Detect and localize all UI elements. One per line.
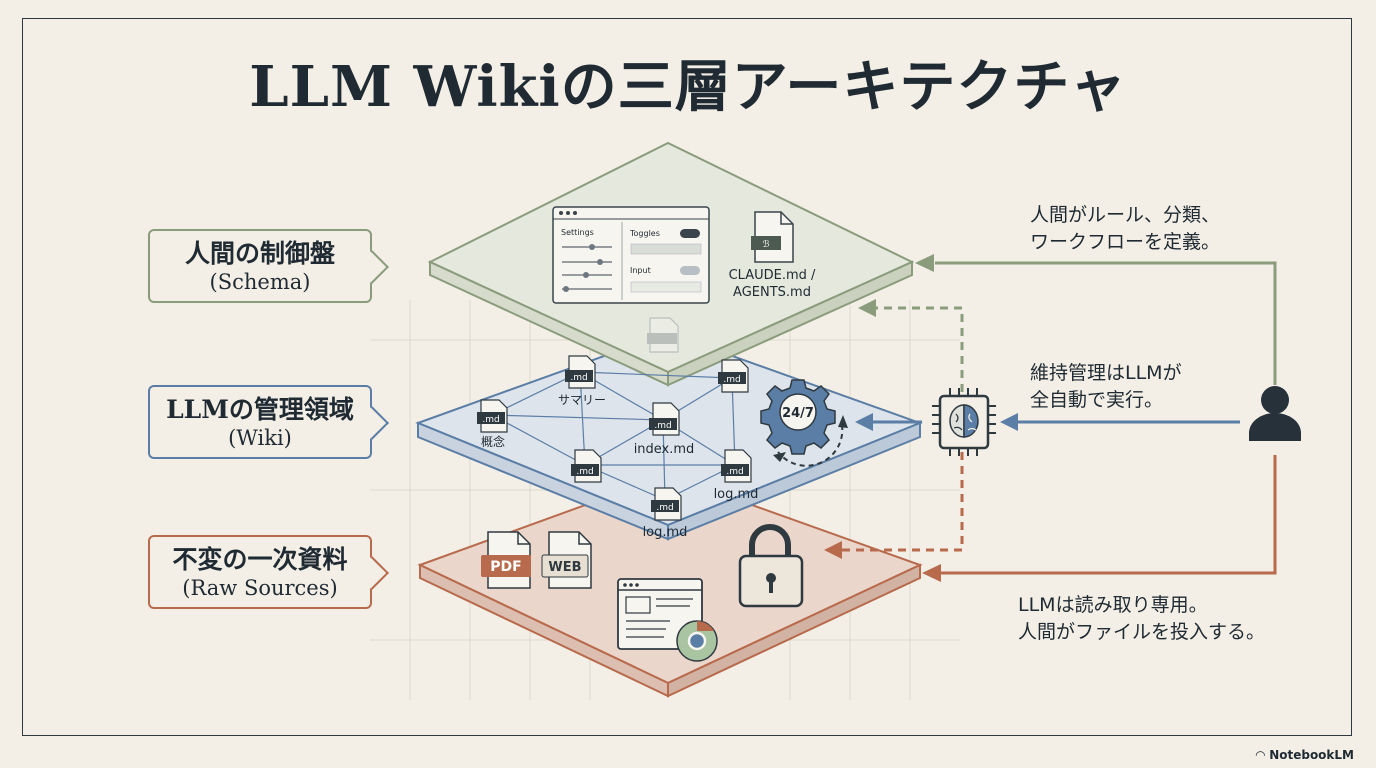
user-icon xyxy=(1249,386,1301,441)
ghost-markdown-file-icon xyxy=(647,317,679,353)
flow-arrows xyxy=(840,261,1277,575)
markdown-file-icon[interactable]: .md log.md xyxy=(643,487,688,540)
llm-to-raw-arrow xyxy=(840,452,964,552)
settings-label: Settings xyxy=(561,228,594,237)
pdf-file-icon: PDF xyxy=(481,531,531,589)
input-label: Input xyxy=(630,266,651,275)
schema-subtitle: (Schema) xyxy=(209,270,311,294)
slide-frame xyxy=(22,18,1352,736)
slider-knob[interactable] xyxy=(583,272,589,278)
wiki-callout: LLMの管理領域 (Wiki) xyxy=(148,385,389,459)
agents-md-label: AGENTS.md xyxy=(733,285,811,300)
svg-text:.md: .md xyxy=(654,421,671,431)
settings-panel: Settings Toggles Input xyxy=(552,206,710,304)
page-title: LLM Wikiの三層アーキテクチャ xyxy=(249,54,1127,120)
schema-callout: 人間の制御盤 (Schema) xyxy=(148,229,389,303)
raw-callout: 不変の一次資料 (Raw Sources) xyxy=(148,535,389,609)
schema-title: 人間の制御盤 xyxy=(184,239,335,268)
wiki-nodes: .md サマリー .md .md 概念 .md index.md xyxy=(477,355,759,540)
pdf-label: PDF xyxy=(490,559,521,575)
svg-text:.md: .md xyxy=(656,503,673,513)
raw-title: 不変の一次資料 xyxy=(172,545,348,574)
toggles-label: Toggles xyxy=(629,229,660,238)
markdown-file-icon[interactable]: .md 概念 xyxy=(477,399,508,449)
svg-text:ℬ: ℬ xyxy=(762,240,769,250)
lock-icon xyxy=(738,524,804,608)
slider-knob[interactable] xyxy=(563,286,569,292)
markdown-file-icon: ℬ CLAUDE.md / AGENTS.md xyxy=(729,211,816,300)
llm-to-schema-arrow xyxy=(875,306,964,392)
markdown-file-icon[interactable]: .md xyxy=(718,359,749,393)
index-md-label: index.md xyxy=(634,442,695,457)
schema-arrow xyxy=(935,261,1277,385)
llm-maintain-note: 維持管理はLLMが 全自動で実行。 xyxy=(1030,362,1182,411)
raw-subtitle: (Raw Sources) xyxy=(182,576,338,600)
notebooklm-logo-icon: ◠ xyxy=(1255,748,1270,762)
web-label: WEB xyxy=(548,560,581,575)
brain-chip-icon xyxy=(932,388,996,456)
web-file-icon: WEB xyxy=(541,531,592,589)
slider-knob[interactable] xyxy=(589,244,595,250)
log-md-label: log.md xyxy=(714,487,759,502)
slider-knob[interactable] xyxy=(597,259,603,265)
markdown-file-icon[interactable]: .md index.md xyxy=(634,402,695,457)
svg-text:.md: .md xyxy=(576,467,593,477)
log-md-label: log.md xyxy=(643,525,688,540)
markdown-file-icon[interactable]: .md サマリー xyxy=(558,355,606,407)
svg-text:.md: .md xyxy=(726,467,743,477)
svg-text:.md: .md xyxy=(723,375,740,385)
summary-label: サマリー xyxy=(558,393,606,407)
markdown-file-icon[interactable]: .md xyxy=(571,449,602,483)
gear-icon: 24/7 xyxy=(760,379,848,467)
toggle-switch[interactable] xyxy=(680,229,700,238)
notebooklm-brand: ◠ NotebookLM xyxy=(1255,748,1354,762)
cycle-label: 24/7 xyxy=(782,406,814,421)
wiki-subtitle: (Wiki) xyxy=(228,426,292,450)
wiki-title: LLMの管理領域 xyxy=(166,395,354,424)
human-rules-note: 人間がルール、分類、 ワークフローを定義。 xyxy=(1030,204,1221,253)
toggle-switch[interactable] xyxy=(680,266,700,275)
markdown-file-icon[interactable]: .md log.md xyxy=(714,449,759,502)
browser-icon xyxy=(617,578,718,662)
raw-readonly-note: LLMは読み取り専用。 人間がファイルを投入する。 xyxy=(1018,594,1266,643)
svg-text:.md: .md xyxy=(482,415,499,425)
concept-label: 概念 xyxy=(481,434,505,449)
claude-md-label: CLAUDE.md / xyxy=(729,268,816,283)
svg-text:.md: .md xyxy=(570,373,587,383)
raw-arrow xyxy=(940,455,1277,575)
